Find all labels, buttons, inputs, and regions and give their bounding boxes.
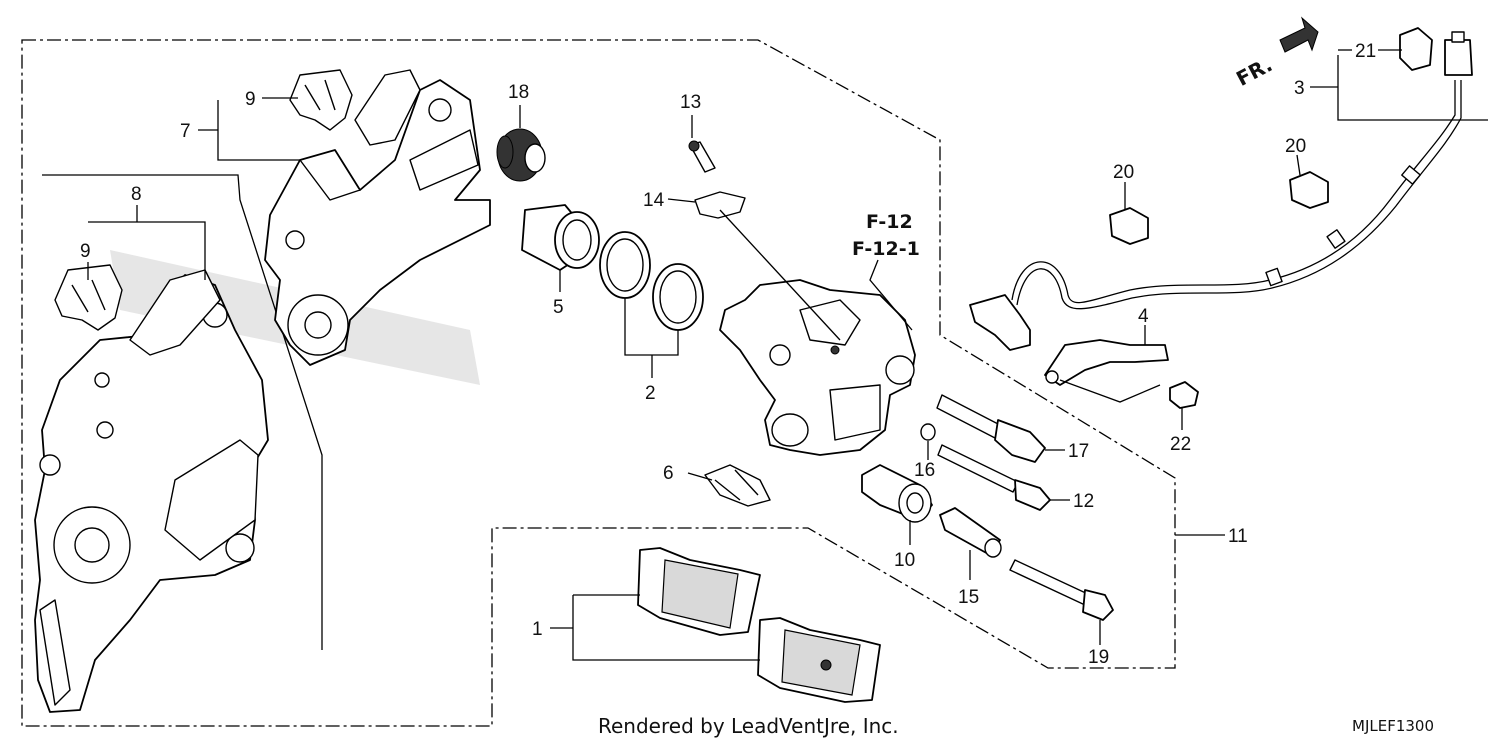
callout-17: 17 xyxy=(1068,441,1089,462)
caliper-bracket-upper xyxy=(264,69,491,366)
callout-4: 4 xyxy=(1138,306,1149,327)
credit-text: Rendered by LeadVentJre, Inc. xyxy=(598,714,899,738)
sensor-stay-4 xyxy=(1044,339,1169,386)
brake-pads-1 xyxy=(637,547,881,703)
callout-10: 10 xyxy=(894,550,915,571)
assembly-outlines xyxy=(21,39,1488,727)
callout-13: 13 xyxy=(680,92,701,113)
bleeder-13 xyxy=(688,140,716,173)
pad-spring-6 xyxy=(704,464,771,507)
callout-7: 7 xyxy=(180,121,191,142)
callout-2: 2 xyxy=(645,383,656,404)
callout-labels: 1 2 3 4 5 6 7 8 9 9 10 11 12 13 14 15 16… xyxy=(80,41,1376,668)
reference-code-f12-1: F-12-1 xyxy=(852,238,920,260)
callout-3: 3 xyxy=(1294,78,1305,99)
caliper-body xyxy=(719,279,916,456)
callout-11: 11 xyxy=(1228,526,1248,547)
front-direction-label: FR. xyxy=(1232,52,1276,91)
grommets-20 xyxy=(1109,171,1329,245)
piston-seals-2 xyxy=(599,231,704,331)
callout-6: 6 xyxy=(663,463,674,484)
boot-18 xyxy=(496,128,546,182)
callout-5: 5 xyxy=(553,297,564,318)
callout-15: 15 xyxy=(958,587,979,608)
callout-14: 14 xyxy=(643,190,665,211)
pad-spring-lower xyxy=(54,264,123,331)
cap-14 xyxy=(694,191,746,219)
bolt-19 xyxy=(1009,559,1114,621)
pin-12 xyxy=(937,444,1051,511)
callout-16: 16 xyxy=(914,460,935,481)
callout-19: 19 xyxy=(1088,647,1109,668)
callout-22: 22 xyxy=(1170,434,1191,455)
reference-code-f12: F-12 xyxy=(866,211,913,233)
caliper-bracket-lower xyxy=(34,269,269,713)
oring-16 xyxy=(920,423,936,441)
callout-20-left: 20 xyxy=(1113,162,1134,183)
callout-8: 8 xyxy=(131,184,142,205)
bolt-22 xyxy=(1169,381,1199,409)
piston-5 xyxy=(521,204,600,271)
diagram-code: MJLEF1300 xyxy=(1352,717,1434,735)
pad-spring-upper xyxy=(289,69,353,131)
callout-9-lower: 9 xyxy=(80,241,91,262)
callout-9-upper: 9 xyxy=(245,89,256,110)
callout-12: 12 xyxy=(1073,491,1094,512)
callout-20-right: 20 xyxy=(1285,136,1306,157)
wheel-speed-sensor-3 xyxy=(969,31,1473,351)
pin-17 xyxy=(936,394,1046,463)
clip-21 xyxy=(1399,27,1433,71)
callout-21: 21 xyxy=(1355,41,1376,62)
boot-10 xyxy=(861,464,933,523)
leader-lines xyxy=(87,49,1402,661)
sleeve-15 xyxy=(939,507,1002,558)
callout-18: 18 xyxy=(508,82,529,103)
callout-1: 1 xyxy=(532,619,543,640)
front-direction-arrow xyxy=(1279,16,1319,53)
